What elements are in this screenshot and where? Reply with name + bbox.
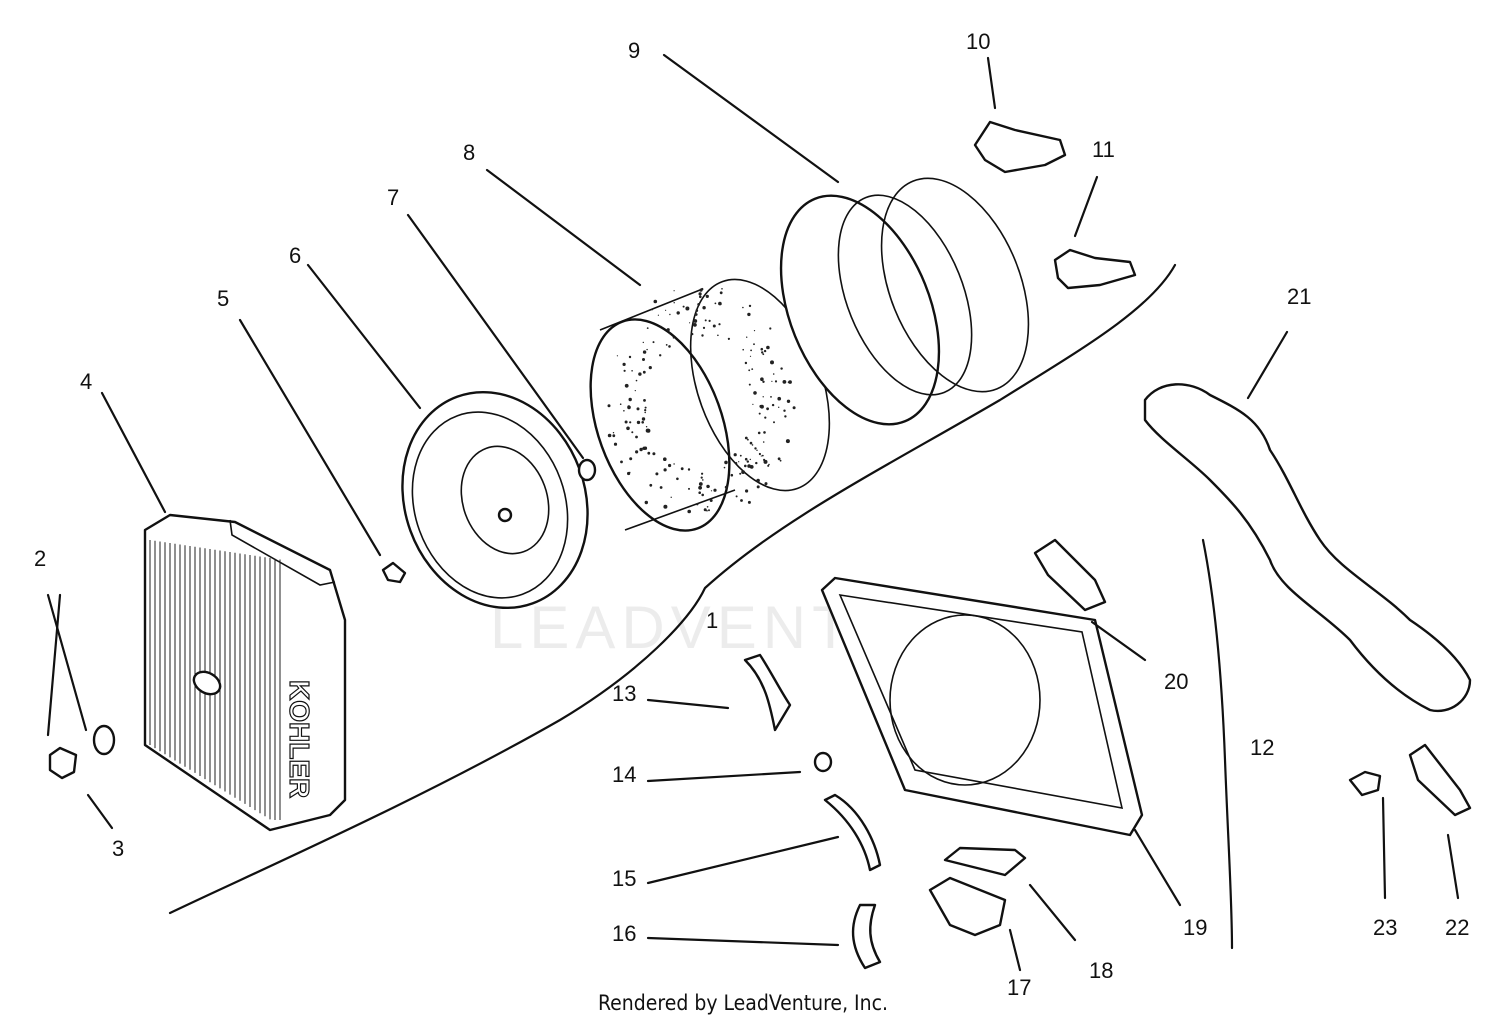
callout-19: 19: [1183, 915, 1207, 940]
callout-5: 5: [217, 286, 229, 311]
callout-9: 9: [628, 38, 640, 63]
callout-15: 15: [612, 866, 636, 891]
callout-labels: 1 2 3 4 5 6 7 8 9 10 11 12 13 14 15 16 1…: [34, 29, 1469, 1000]
bracket-part-small: [1053, 248, 1137, 290]
valve-part: [928, 876, 1007, 937]
knob-and-washer-part: [48, 724, 116, 780]
credit-text: Rendered by LeadVenture, Inc.: [598, 991, 888, 1015]
callout-14: 14: [612, 762, 636, 787]
callout-16: 16: [612, 921, 636, 946]
callout-18: 18: [1089, 958, 1113, 983]
callout-7: 7: [387, 185, 399, 210]
breather-hose-part: [743, 653, 792, 732]
kohler-brand-text: KOHLER: [284, 680, 315, 798]
air-filter-element-part: [779, 177, 1030, 426]
callout-20: 20: [1164, 669, 1188, 694]
leader-lines: [46, 53, 1460, 972]
hose-part-15: [823, 793, 882, 872]
bracket-part: [973, 120, 1067, 174]
gasket-part: [1033, 538, 1107, 612]
bolt-part: [1348, 770, 1382, 797]
valve-cover-part: [943, 846, 1027, 877]
flange-plate-part: [1408, 743, 1472, 817]
callout-13: 13: [612, 681, 636, 706]
intake-manifold-part: [1143, 383, 1472, 713]
group-12-bracket: [1201, 538, 1234, 950]
callout-11: 11: [1092, 137, 1115, 162]
callout-23: 23: [1373, 915, 1397, 940]
hose-part-16: [851, 903, 882, 970]
callout-17: 17: [1007, 975, 1031, 1000]
callout-3: 3: [112, 836, 124, 861]
callout-10: 10: [966, 29, 990, 54]
precleaner-part: [589, 278, 831, 532]
air-cleaner-cover-part: KOHLER: [143, 513, 347, 832]
blower-housing-part: [820, 576, 1144, 837]
callout-6: 6: [289, 243, 301, 268]
callout-1: 1: [706, 608, 718, 633]
wing-nut-part: [381, 561, 407, 584]
callout-12: 12: [1250, 735, 1274, 760]
air-filter-base-part: [401, 390, 589, 610]
separator-line: [168, 263, 1177, 915]
callout-21: 21: [1287, 284, 1311, 309]
callout-22: 22: [1445, 915, 1469, 940]
callout-4: 4: [80, 369, 92, 394]
callout-2: 2: [34, 546, 46, 571]
clamp-part: [813, 751, 833, 773]
callout-8: 8: [463, 140, 475, 165]
grommet-part: [577, 458, 597, 482]
